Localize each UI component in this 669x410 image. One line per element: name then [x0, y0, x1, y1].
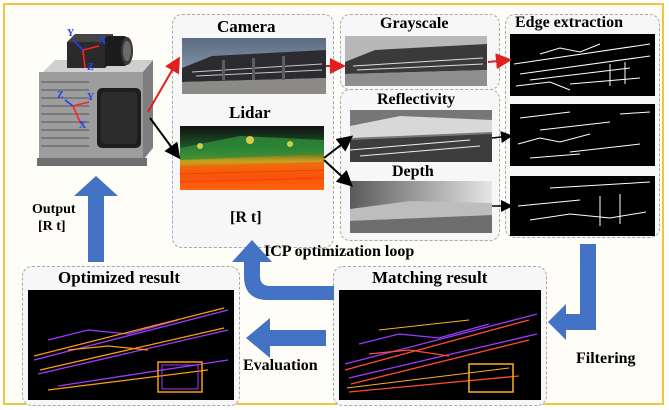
optimized-result-label: Optimized result [58, 268, 180, 287]
optimized-result-image [28, 290, 234, 400]
sensor-device-image: Y X Z Z Y X [25, 20, 165, 170]
arrow-reflectivity-to-edge [491, 131, 513, 143]
lidar-image [180, 126, 324, 190]
output-arrow [74, 176, 118, 262]
camera-axis-x-label: X [99, 36, 107, 47]
icp-loop-arrow [232, 240, 334, 300]
matching-result-image [339, 290, 541, 400]
edge-image-depth [510, 176, 655, 236]
edge-extraction-label: Edge extraction [515, 14, 623, 31]
arrow-lidar-to-depth [323, 159, 353, 187]
filtering-label: Filtering [576, 350, 636, 367]
camera-axis-z-label: Z [87, 62, 94, 73]
edge-image-camera [510, 34, 655, 96]
filtering-arrow [548, 244, 596, 340]
output-rt-label: [R t] [38, 219, 66, 234]
rt-label-center: [R t] [230, 209, 262, 226]
reflectivity-image [350, 110, 492, 162]
reflectivity-label: Reflectivity [377, 91, 456, 108]
camera-image [182, 38, 326, 94]
camera-axis-y-label: Y [67, 28, 75, 39]
arrow-lidar-to-reflectivity [323, 135, 354, 159]
lidar-label: Lidar [229, 103, 271, 122]
arrow-sensor-to-lidar [149, 117, 181, 160]
lidar-axis-x-label: X [79, 120, 87, 131]
arrow-grayscale-to-edge [487, 53, 512, 70]
matching-result-label: Matching result [372, 268, 488, 287]
evaluation-label: Evaluation [243, 357, 318, 374]
depth-label: Depth [392, 163, 434, 180]
grayscale-image [345, 36, 487, 86]
edge-image-reflectivity [510, 104, 655, 166]
depth-image [350, 181, 492, 233]
lidar-axis-y-label: Y [87, 92, 95, 103]
camera-label: Camera [217, 17, 276, 36]
output-label: Output [32, 202, 76, 217]
icp-loop-label: ICP optimization loop [264, 243, 415, 260]
arrow-sensor-to-camera [147, 56, 180, 113]
grayscale-label: Grayscale [380, 15, 449, 32]
evaluation-arrow [246, 318, 326, 358]
lidar-axis-z-label: Z [57, 90, 64, 101]
